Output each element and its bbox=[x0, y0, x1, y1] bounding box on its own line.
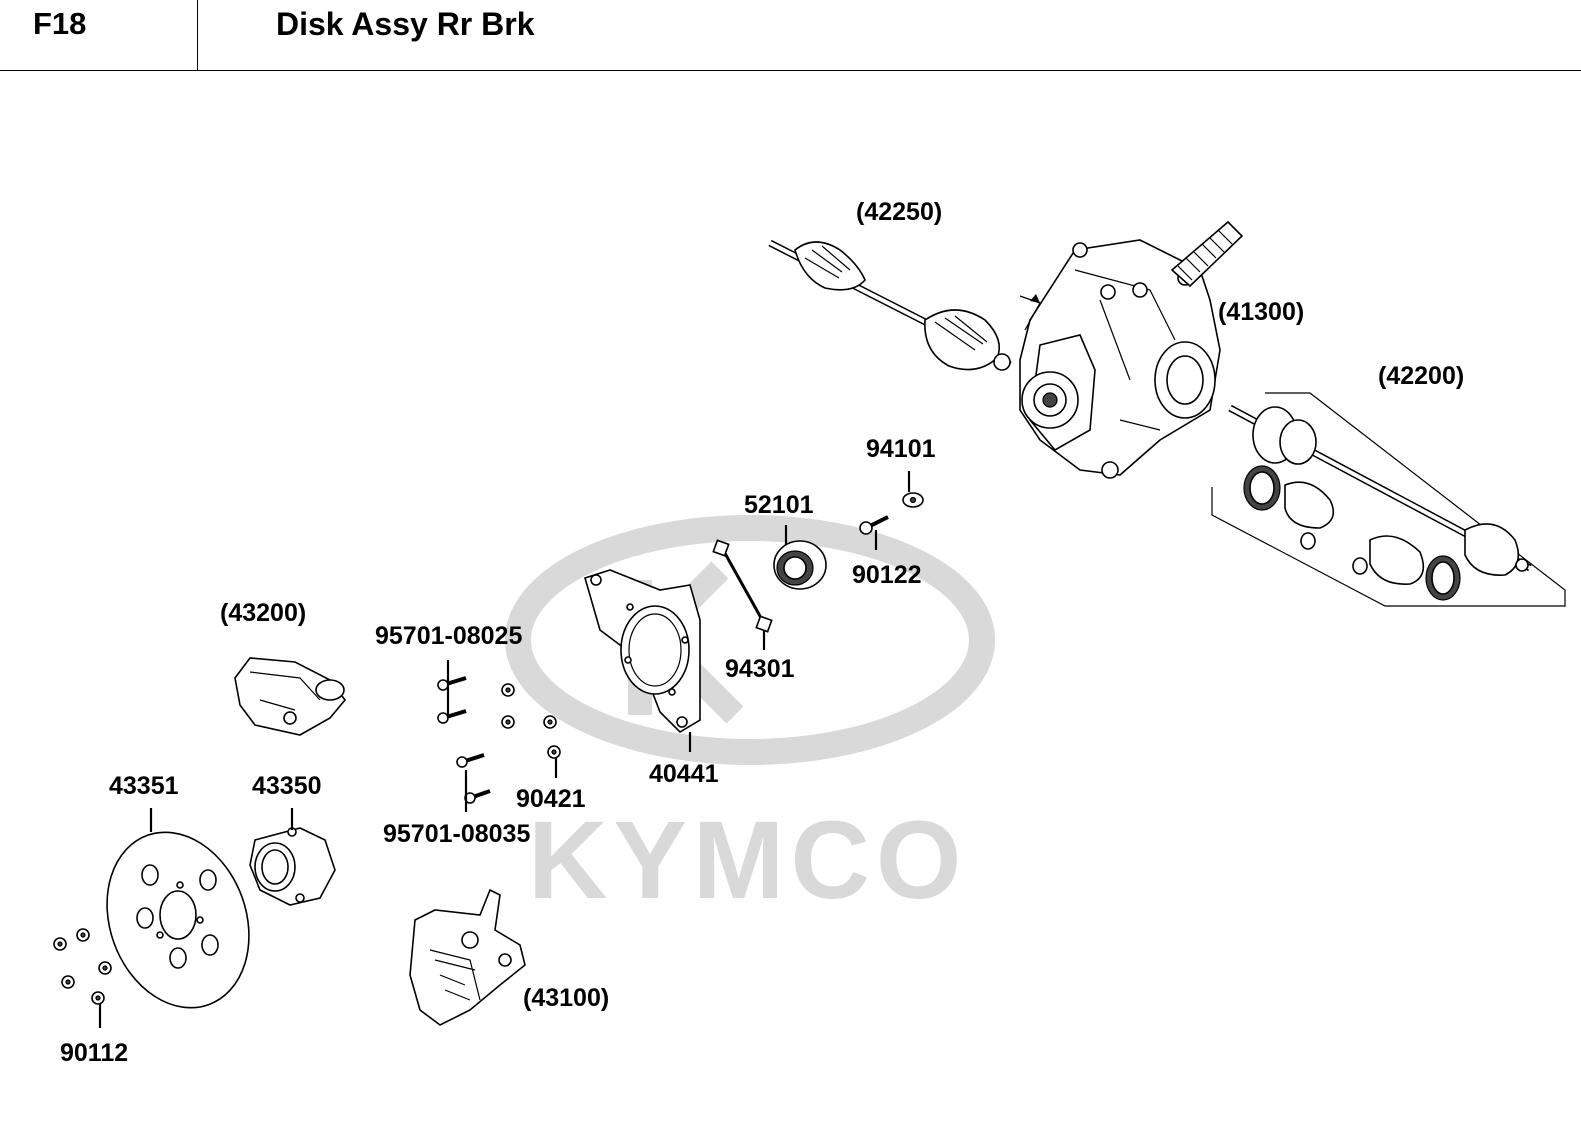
leader-lines bbox=[98, 471, 911, 1028]
callout-41300: (41300) bbox=[1218, 298, 1304, 326]
bolts-95701-08035 bbox=[456, 753, 491, 804]
callout-42250: (42250) bbox=[856, 198, 942, 226]
bearing-52101 bbox=[773, 540, 827, 590]
callout-43200: (43200) bbox=[220, 599, 306, 627]
callout-labels: (42250) (41300) (42200) 94101 52101 9012… bbox=[60, 198, 1464, 1067]
figure-code: F18 bbox=[33, 6, 87, 41]
hub-43350 bbox=[249, 827, 336, 906]
diagram-header: F18 Disk Assy Rr Brk bbox=[0, 0, 1581, 71]
caliper-bracket-40441 bbox=[584, 569, 701, 734]
drive-shaft-42250 bbox=[768, 239, 1012, 371]
caliper-43200 bbox=[234, 657, 347, 736]
pin-94301 bbox=[712, 539, 773, 633]
callout-43351: 43351 bbox=[109, 772, 179, 800]
washer-94101 bbox=[902, 492, 924, 508]
callout-94301: 94301 bbox=[725, 655, 795, 683]
watermark-text: KYMCO bbox=[528, 799, 967, 922]
callout-52101: 52101 bbox=[744, 491, 814, 519]
differential-41300 bbox=[1019, 220, 1244, 479]
callout-94101: 94101 bbox=[866, 435, 936, 463]
bolt-90122 bbox=[859, 515, 889, 535]
callout-90112: 90112 bbox=[60, 1039, 128, 1067]
callout-43350: 43350 bbox=[252, 772, 322, 800]
callout-43100: (43100) bbox=[523, 984, 609, 1012]
bolts-90112 bbox=[53, 928, 112, 1005]
callout-90421: 90421 bbox=[516, 785, 586, 813]
caliper-43100 bbox=[409, 888, 526, 1026]
drive-shaft-42200 bbox=[1211, 392, 1566, 607]
callout-95701-08025: 95701-08025 bbox=[375, 622, 522, 650]
figure-title: Disk Assy Rr Brk bbox=[276, 6, 535, 42]
brake-disc-43351 bbox=[106, 831, 250, 1009]
callout-95701-08035: 95701-08035 bbox=[383, 820, 530, 848]
header-divider bbox=[197, 0, 198, 70]
nuts-90421 bbox=[501, 683, 561, 759]
bolts-95701-08025 bbox=[437, 676, 467, 724]
callout-42200: (42200) bbox=[1378, 362, 1464, 390]
callout-40441: 40441 bbox=[649, 760, 719, 788]
callout-90122: 90122 bbox=[852, 561, 922, 589]
